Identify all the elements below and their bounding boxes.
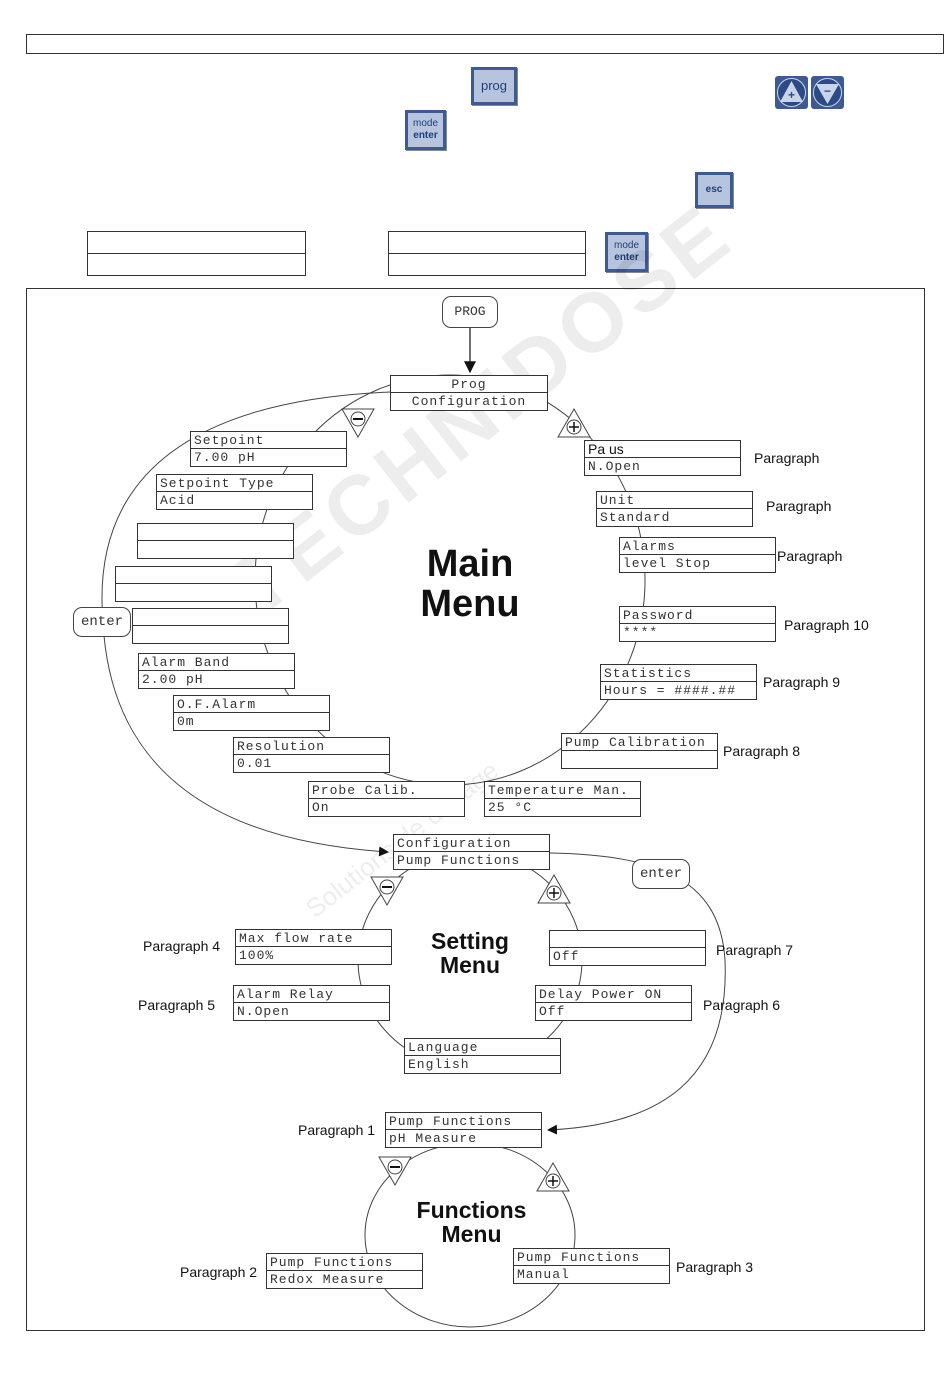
of-alarm-display: O.F.Alarm 0m <box>173 695 330 731</box>
plus-triangle-icon <box>557 408 591 438</box>
statistics-display: Statistics Hours = ####.## <box>600 664 757 700</box>
ph-measure-display: Pump Functions pH Measure <box>385 1112 542 1148</box>
setpoint-type-display: Setpoint Type Acid <box>156 474 313 510</box>
paragraph-label-ph-measure: Paragraph 1 <box>298 1122 376 1138</box>
plus-triangle-up-icon: + <box>775 76 808 109</box>
prog-start-label: PROG <box>454 304 486 319</box>
prog-start-node: PROG <box>442 296 498 328</box>
prog-key-label: prog <box>480 78 508 93</box>
minus-triangle-down-icon: − <box>811 76 844 109</box>
paragraph-label-alarm-relay: Paragraph 5 <box>138 997 216 1013</box>
prog-configuration-display: Prog Configuration <box>390 375 548 411</box>
alarm-band-display: Alarm Band 2.00 pH <box>138 653 295 689</box>
off-display: Off <box>549 930 706 966</box>
up-key-button[interactable]: + <box>775 76 808 109</box>
esc-key-label: esc <box>705 184 723 195</box>
paragraph-label-alarms: Paragraph <box>777 548 843 564</box>
enter-key-label: enter <box>614 252 639 263</box>
main-menu-title: Main Menu <box>420 543 520 625</box>
paragraph-label-max-flow: Paragraph 4 <box>143 938 221 954</box>
header-bar <box>26 34 944 54</box>
enter-node-left-label: enter <box>80 614 123 630</box>
pause-display: Pa us N.Open <box>584 440 741 476</box>
language-display: Language English <box>404 1038 561 1074</box>
mode-key-label: mode <box>613 240 639 251</box>
paragraph-label-off: Paragraph 7 <box>716 942 794 958</box>
enter-node-right-label: enter <box>639 866 682 882</box>
esc-key-button[interactable]: esc <box>695 172 733 208</box>
setting-menu-title: Setting Menu <box>431 928 509 979</box>
paragraph-label-pump-calibration: Paragraph 8 <box>723 743 801 759</box>
paragraph-label-manual: Paragraph 3 <box>676 1259 754 1275</box>
unit-display: Unit Standard <box>596 491 753 527</box>
svg-text:−: − <box>824 84 831 98</box>
mode-enter-key-button-2[interactable]: mode enter <box>605 232 648 272</box>
enter-node-left: enter <box>73 607 131 637</box>
config-pump-functions-display: Configuration Pump Functions <box>393 834 550 870</box>
blank-display-1 <box>137 523 294 559</box>
paragraph-label-delay-power: Paragraph 6 <box>703 997 781 1013</box>
password-display: Password **** <box>619 606 776 642</box>
minus-triangle-icon <box>341 408 375 438</box>
setpoint-display: Setpoint 7.00 pH <box>190 431 347 467</box>
down-key-button[interactable]: − <box>811 76 844 109</box>
pump-calibration-display: Pump Calibration <box>561 733 718 769</box>
probe-calib-display: Probe Calib. On <box>308 781 465 817</box>
paragraph-label-redox: Paragraph 2 <box>180 1264 258 1280</box>
minus-triangle-icon <box>370 876 404 906</box>
diagram-frame <box>26 288 925 1331</box>
plus-triangle-icon <box>537 874 571 904</box>
example-display-a <box>87 231 306 276</box>
delay-power-on-display: Delay Power ON Off <box>535 985 692 1021</box>
example-display-b <box>388 231 586 276</box>
alarm-relay-display: Alarm Relay N.Open <box>233 985 390 1021</box>
resolution-display: Resolution 0.01 <box>233 737 390 773</box>
mode-enter-key-button[interactable]: mode enter <box>405 110 446 150</box>
minus-triangle-icon <box>378 1156 412 1186</box>
paragraph-label-pause: Paragraph <box>754 450 820 466</box>
manual-display: Pump Functions Manual <box>513 1248 670 1284</box>
paragraph-label-unit: Paragraph <box>766 498 832 514</box>
mode-key-label: mode <box>412 118 438 129</box>
blank-display-3 <box>132 608 289 644</box>
max-flow-rate-display: Max flow rate 100% <box>235 929 392 965</box>
blank-display-2 <box>115 566 272 602</box>
prog-key-button[interactable]: prog <box>471 67 517 105</box>
redox-measure-display: Pump Functions Redox Measure <box>266 1253 423 1289</box>
plus-triangle-icon <box>536 1162 570 1192</box>
paragraph-label-password: Paragraph 10 <box>784 617 869 633</box>
temperature-display: Temperature Man. 25 °C <box>484 781 641 817</box>
svg-text:+: + <box>788 88 795 102</box>
functions-menu-title: Functions Menu <box>416 1197 527 1248</box>
paragraph-label-statistics: Paragraph 9 <box>763 674 841 690</box>
enter-node-right: enter <box>632 859 690 889</box>
alarms-display: Alarms level Stop <box>619 537 776 573</box>
enter-key-label: enter <box>413 130 438 141</box>
